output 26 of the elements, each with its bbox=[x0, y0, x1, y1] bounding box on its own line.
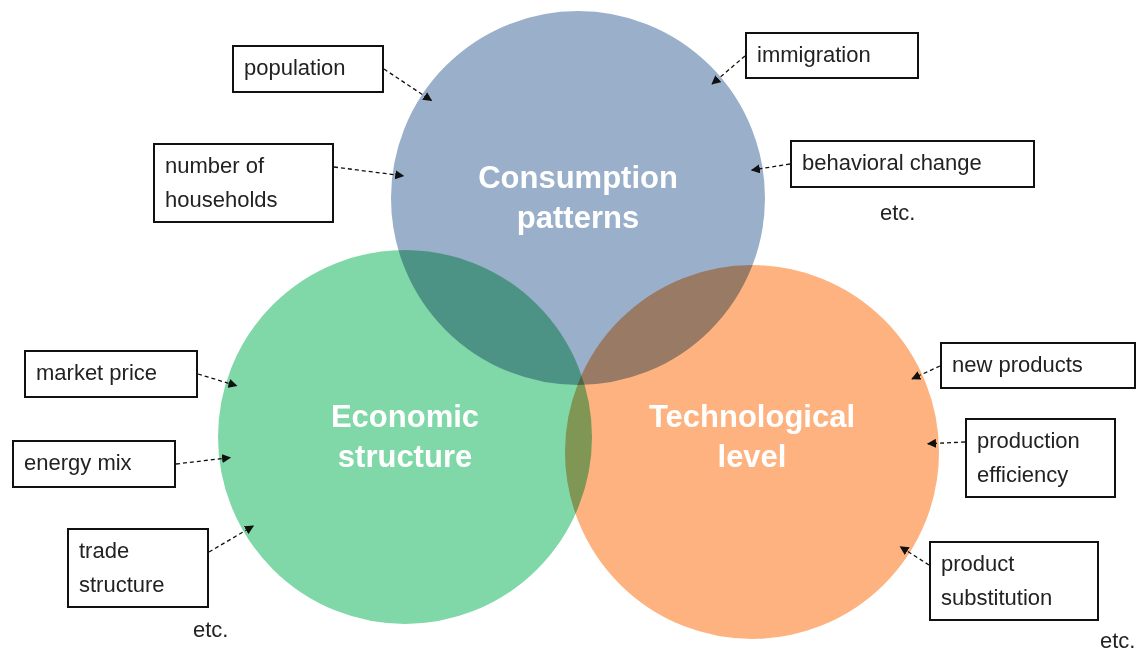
text-box: population bbox=[232, 45, 384, 93]
dashed-arrow bbox=[175, 454, 232, 465]
text-box: behavioral change bbox=[790, 140, 1035, 188]
dashed-arrow bbox=[926, 438, 966, 448]
dashed-arrow bbox=[383, 68, 433, 102]
text-box: energy mix bbox=[12, 440, 176, 488]
text-box: new products bbox=[940, 342, 1136, 389]
dashed-arrow bbox=[911, 365, 941, 380]
dashed-arrow bbox=[899, 546, 930, 566]
text-box: immigration bbox=[745, 32, 919, 79]
text-box: production efficiency bbox=[965, 418, 1116, 498]
note-text: etc. bbox=[880, 200, 916, 226]
circle-title: Consumption patterns bbox=[477, 159, 679, 237]
dashed-arrow bbox=[197, 373, 238, 388]
dashed-arrow bbox=[208, 525, 254, 553]
text-box: trade structure bbox=[67, 528, 209, 608]
text-box: market price bbox=[24, 350, 198, 398]
note-text: etc. bbox=[193, 617, 229, 643]
dashed-arrow bbox=[750, 163, 791, 174]
text-box: number of households bbox=[153, 143, 334, 223]
circle-title: Technological level bbox=[647, 398, 857, 476]
text-box: product substitution bbox=[929, 541, 1099, 621]
dashed-arrow bbox=[711, 55, 746, 85]
note-text: etc. bbox=[1100, 628, 1136, 653]
circle-title: Economic structure bbox=[329, 398, 481, 476]
dashed-arrow bbox=[333, 166, 405, 180]
